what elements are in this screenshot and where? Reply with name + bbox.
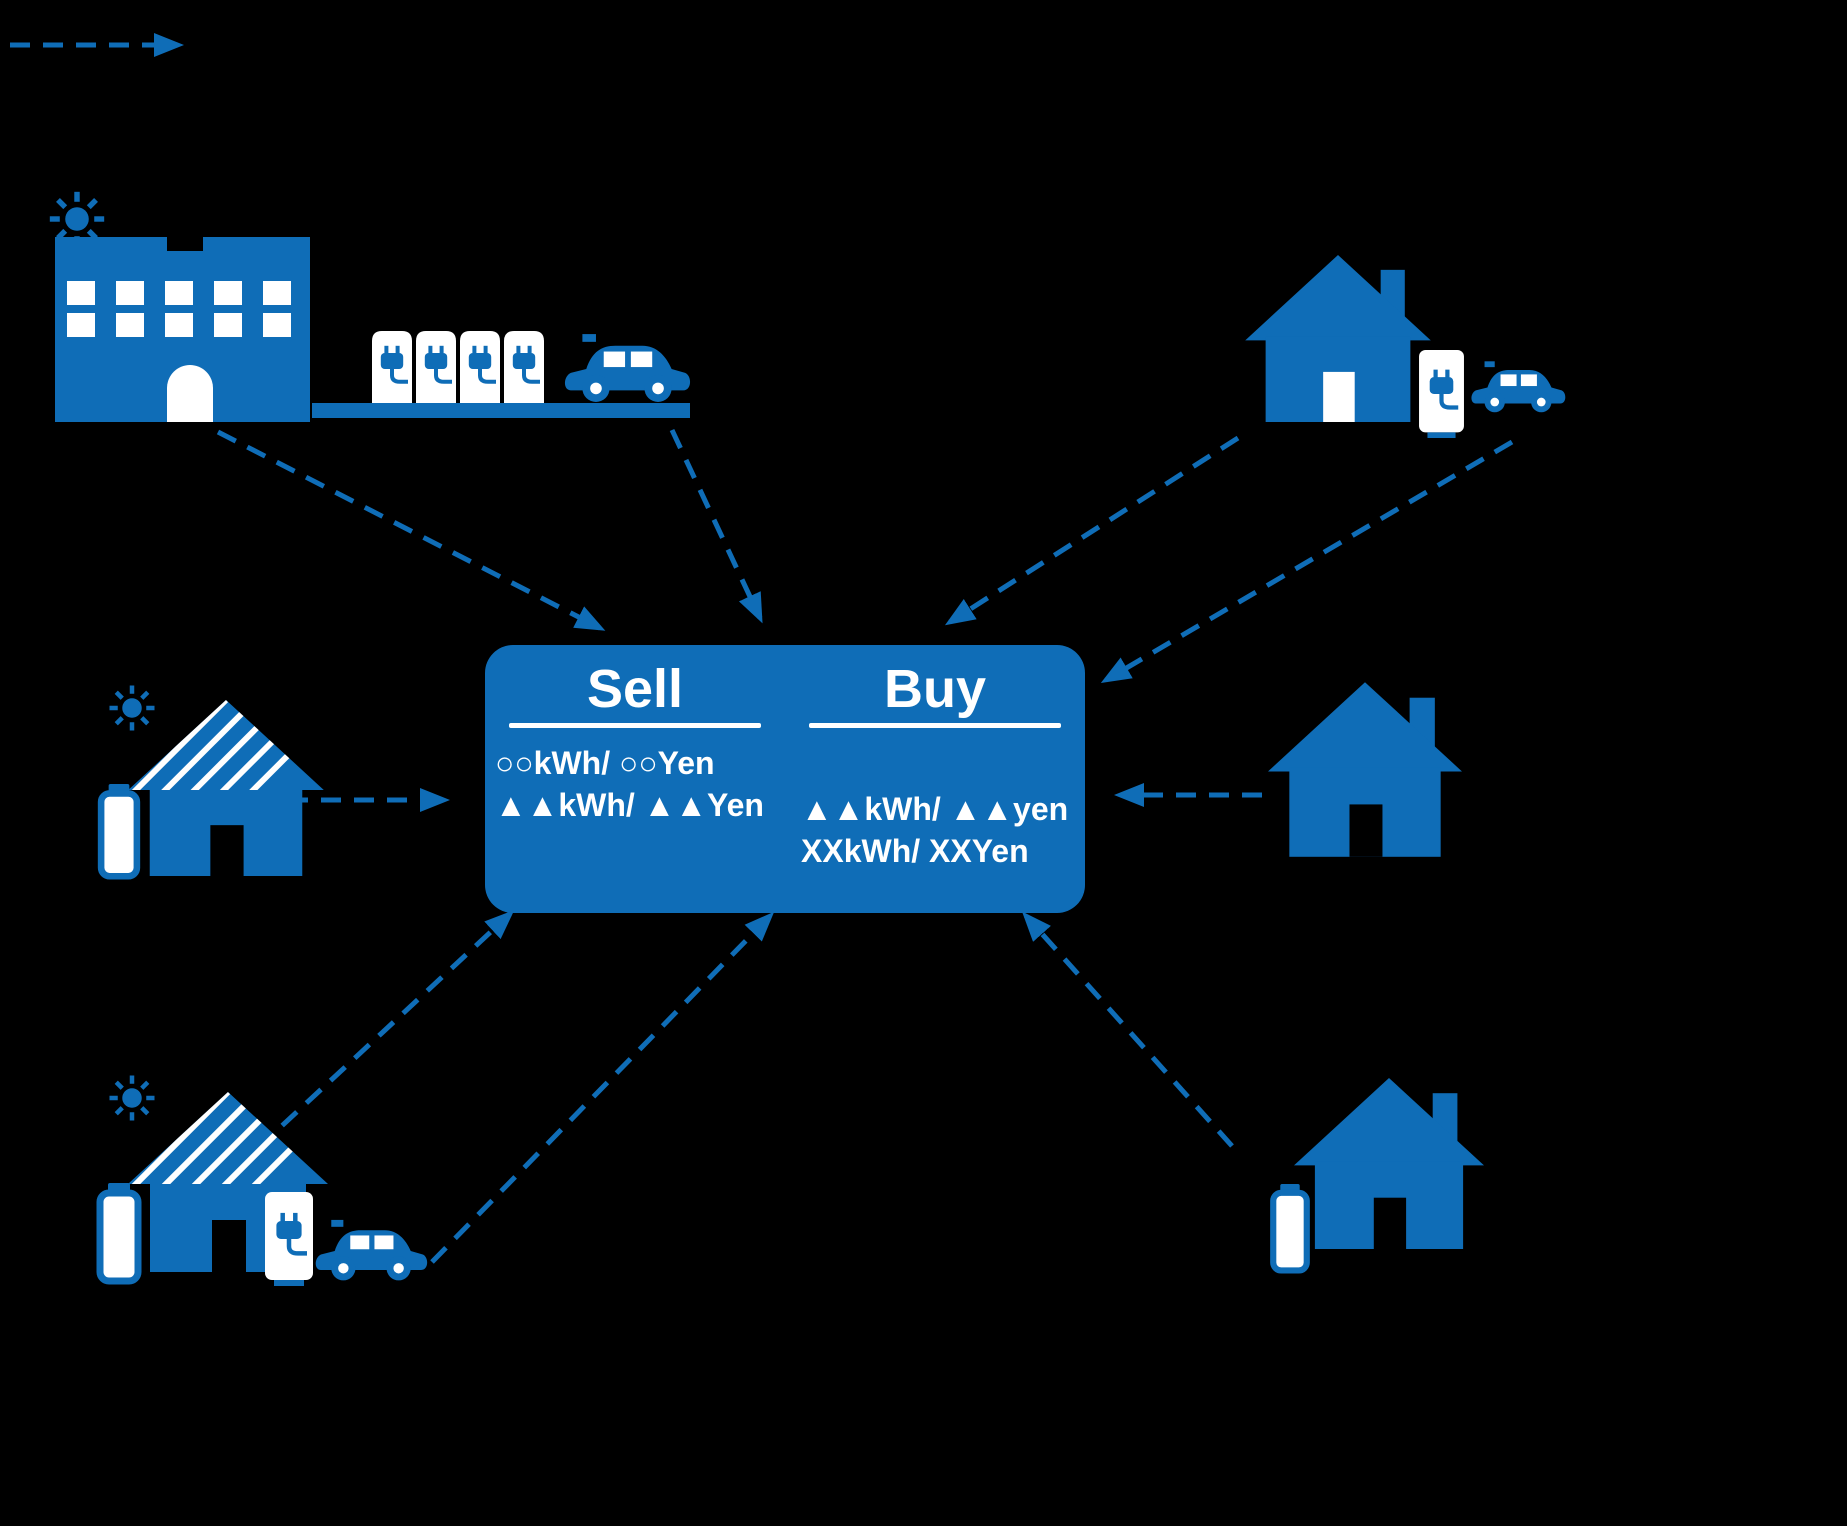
buy-offer-line: ▲▲kWh/ ▲▲yen bbox=[801, 790, 1069, 827]
ev-charging-bay-icon bbox=[416, 331, 456, 403]
sell-offer-line: ○○kWh/ ○○Yen bbox=[495, 744, 715, 781]
arrow-car-tr-to-board bbox=[1100, 439, 1514, 684]
market-board: Sell ○○kWh/ ○○Yen ▲▲kWh/ ▲▲Yen Buy ▲▲kWh… bbox=[485, 645, 1085, 913]
storage-battery-icon bbox=[100, 1183, 138, 1281]
node-house bbox=[1268, 682, 1462, 857]
node-house-with-ev bbox=[1245, 255, 1566, 438]
charging-platform bbox=[312, 403, 690, 418]
node-solar-office-with-ev-charging bbox=[50, 192, 691, 422]
node-solar-battery-ev-house bbox=[98, 1076, 428, 1287]
buy-underline bbox=[809, 722, 1061, 728]
house-icon bbox=[1294, 1078, 1484, 1249]
ev-charging-bay-icon bbox=[460, 331, 500, 403]
sell-values: ○○kWh/ ○○Yen ▲▲kWh/ ▲▲Yen bbox=[485, 742, 764, 826]
sell-heading: Sell bbox=[586, 659, 684, 719]
sun-icon bbox=[110, 1076, 155, 1121]
arrow-ev-to-board bbox=[669, 428, 763, 624]
sun-icon bbox=[110, 686, 155, 731]
arrow-office-to-board bbox=[216, 429, 606, 631]
buy-values: ▲▲kWh/ ▲▲yen XXkWh/ XXYen bbox=[785, 788, 1068, 872]
ev-charger-icon bbox=[1419, 350, 1464, 438]
storage-battery-icon bbox=[101, 784, 137, 876]
ev-charging-bay-icon bbox=[372, 331, 412, 403]
sell-underline bbox=[509, 722, 761, 728]
sell-column: Sell ○○kWh/ ○○Yen ▲▲kWh/ ▲▲Yen bbox=[485, 645, 785, 913]
house-icon bbox=[1268, 682, 1462, 857]
ev-car-icon bbox=[1471, 361, 1566, 413]
buy-heading: Buy bbox=[883, 659, 986, 719]
ev-car-icon bbox=[564, 334, 691, 402]
ev-charging-bay-icon bbox=[504, 331, 544, 403]
arrow-house-br-to-board bbox=[1021, 911, 1234, 1148]
flow-arrows bbox=[10, 33, 1514, 1264]
storage-battery-icon bbox=[1273, 1184, 1307, 1270]
node-battery-house bbox=[1273, 1078, 1484, 1270]
arrow-house-bl-to-board bbox=[256, 909, 515, 1150]
buy-offer-line: XXkWh/ XXYen bbox=[801, 832, 1029, 869]
buy-column: Buy ▲▲kWh/ ▲▲yen XXkWh/ XXYen bbox=[785, 645, 1085, 913]
ev-charger-icon bbox=[265, 1192, 313, 1286]
office-building-icon bbox=[55, 237, 310, 422]
arrow-car-bl-to-board bbox=[430, 911, 775, 1264]
house-icon bbox=[1245, 255, 1431, 422]
node-solar-battery-house bbox=[99, 686, 343, 877]
arrow-house-tr-to-board bbox=[944, 435, 1240, 626]
sell-offer-line: ▲▲kWh/ ▲▲Yen bbox=[495, 786, 764, 823]
ev-car-icon bbox=[315, 1219, 428, 1281]
